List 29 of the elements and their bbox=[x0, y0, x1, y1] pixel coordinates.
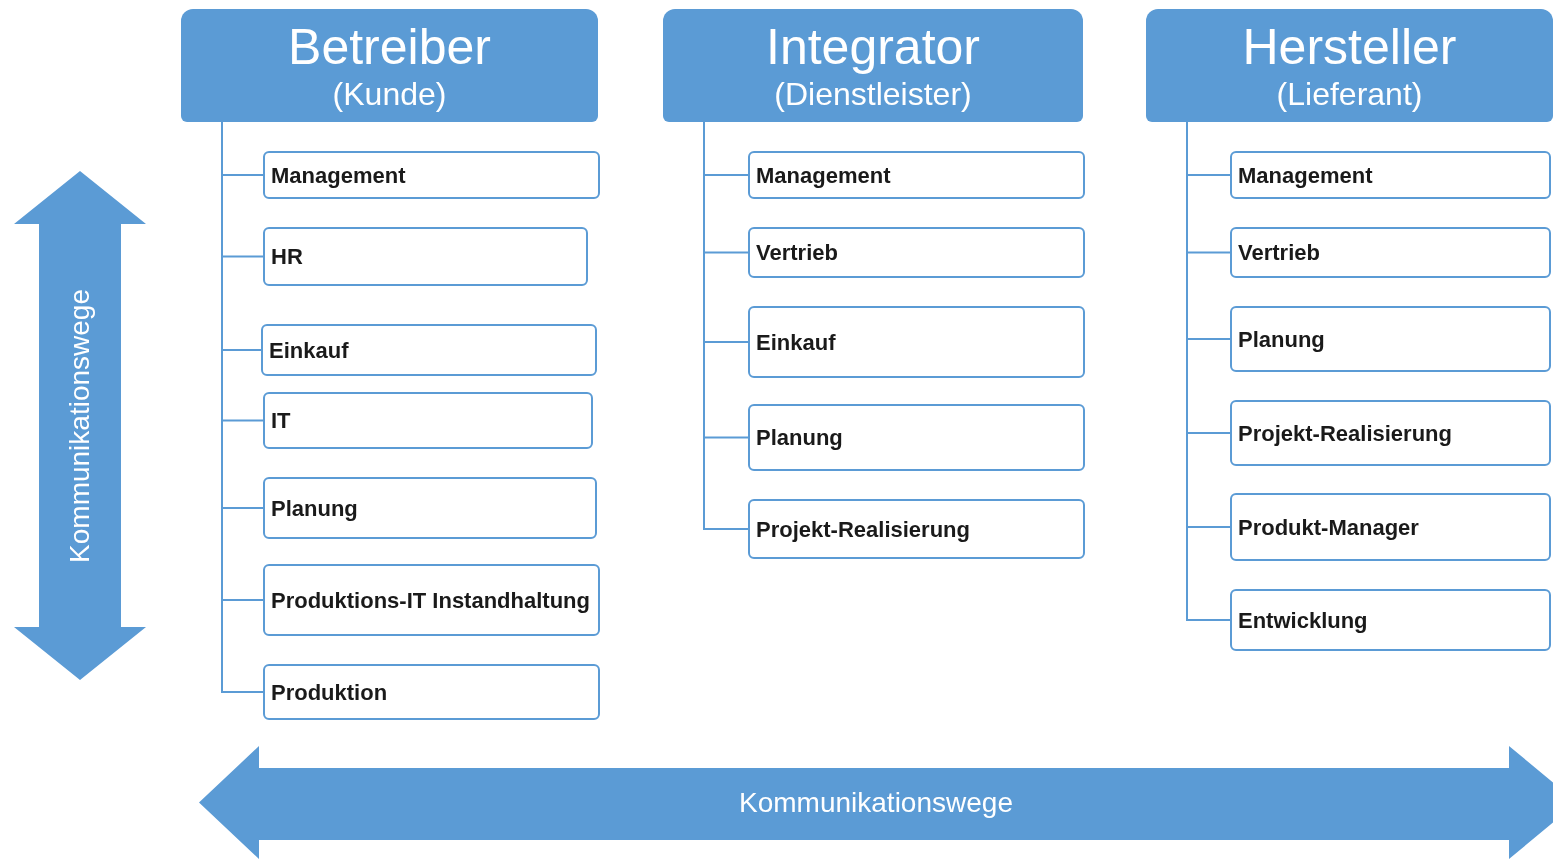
department-box: Einkauf bbox=[748, 306, 1085, 378]
department-box: Management bbox=[748, 151, 1085, 199]
role-header bbox=[181, 9, 598, 122]
role-header bbox=[1146, 9, 1553, 122]
role-title: Hersteller bbox=[1242, 18, 1457, 75]
department-box: Projekt-Realisierung bbox=[748, 499, 1085, 559]
department-box: Vertrieb bbox=[748, 227, 1085, 278]
department-box: Planung bbox=[748, 404, 1085, 471]
double-arrow: Kommunikationswege bbox=[199, 746, 1553, 859]
department-box: Vertrieb bbox=[1230, 227, 1551, 278]
role-header bbox=[663, 9, 1083, 122]
role-subtitle: (Dienstleister) bbox=[774, 74, 972, 113]
role-subtitle: (Kunde) bbox=[332, 74, 447, 113]
department-box: Einkauf bbox=[261, 324, 597, 376]
department-box: Planung bbox=[263, 477, 597, 539]
department-box: HR bbox=[263, 227, 588, 286]
department-box: Projekt-Realisierung bbox=[1230, 400, 1551, 466]
department-box: IT bbox=[263, 392, 593, 449]
role-title: Integrator bbox=[766, 18, 980, 75]
department-box: Produktions-IT Instandhaltung bbox=[263, 564, 600, 636]
role-title: Betreiber bbox=[288, 18, 491, 75]
department-box: Entwicklung bbox=[1230, 589, 1551, 651]
role-subtitle: (Lieferant) bbox=[1276, 74, 1423, 113]
department-box: Management bbox=[1230, 151, 1551, 199]
department-box: Produkt-Manager bbox=[1230, 493, 1551, 561]
department-box: Management bbox=[263, 151, 600, 199]
double-arrow: Kommunikationswege bbox=[14, 171, 146, 680]
department-box: Produktion bbox=[263, 664, 600, 720]
department-box: Planung bbox=[1230, 306, 1551, 372]
